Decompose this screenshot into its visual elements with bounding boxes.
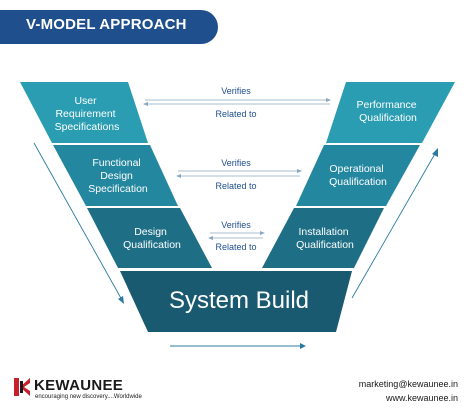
right-flow-arrowhead	[432, 148, 438, 157]
right-flow-arrow	[351, 151, 437, 299]
left-stage-2-label: Functional Design Specification	[88, 157, 148, 195]
relation-2-bottom-label: Related to	[215, 181, 256, 191]
right-stage-2-label: Operational Qualification	[329, 163, 387, 188]
left-flow-arrowhead	[118, 296, 124, 304]
left-stage-3-box	[87, 208, 212, 268]
title-banner: V-MODEL APPROACH	[0, 10, 218, 44]
relation-1-arrowhead-right	[326, 98, 331, 102]
system-build-box	[120, 271, 352, 332]
left-stage-2-box	[53, 145, 178, 206]
left-flow-arrow	[33, 142, 123, 301]
kewaunee-logo-icon	[14, 378, 30, 396]
relation-3-arrowhead-right	[260, 231, 265, 235]
left-stage-3-label: Design Qualification	[123, 226, 181, 251]
brand-tagline: encouraging new discovery....Worldwide	[35, 394, 142, 400]
relation-2-arrowhead-left	[176, 174, 181, 178]
left-stage-1-label: User Requirement Specifications	[55, 95, 120, 133]
left-stage-1-box	[20, 82, 148, 143]
relation-2-arrowhead-right	[297, 169, 302, 173]
system-build-label: System Build	[169, 287, 309, 314]
contact-email[interactable]: marketing@kewaunee.in	[358, 379, 458, 389]
relation-1-arrowhead-left	[143, 102, 148, 106]
page-title: V-MODEL APPROACH	[26, 16, 187, 33]
right-stage-2-box	[296, 145, 420, 206]
relation-1-bottom-label: Related to	[215, 109, 256, 119]
contact-website[interactable]: www.kewaunee.in	[385, 393, 458, 403]
right-stage-1-label: Performance Qualification	[356, 99, 419, 124]
relation-2-top-label: Verifies	[221, 158, 251, 168]
relation-3-bottom-label: Related to	[215, 242, 256, 252]
relation-3-arrowhead-left	[208, 236, 213, 240]
relation-1-top-label: Verifies	[221, 86, 251, 96]
bottom-flow-arrowhead	[300, 343, 306, 349]
right-stage-1-box	[326, 82, 455, 143]
right-stage-3-box	[262, 208, 384, 268]
brand-name: KEWAUNEE	[34, 377, 124, 394]
relation-3-top-label: Verifies	[221, 220, 251, 230]
right-stage-3-label: Installation Qualification	[296, 226, 354, 251]
contact-block: marketing@kewaunee.in www.kewaunee.in	[359, 377, 458, 405]
